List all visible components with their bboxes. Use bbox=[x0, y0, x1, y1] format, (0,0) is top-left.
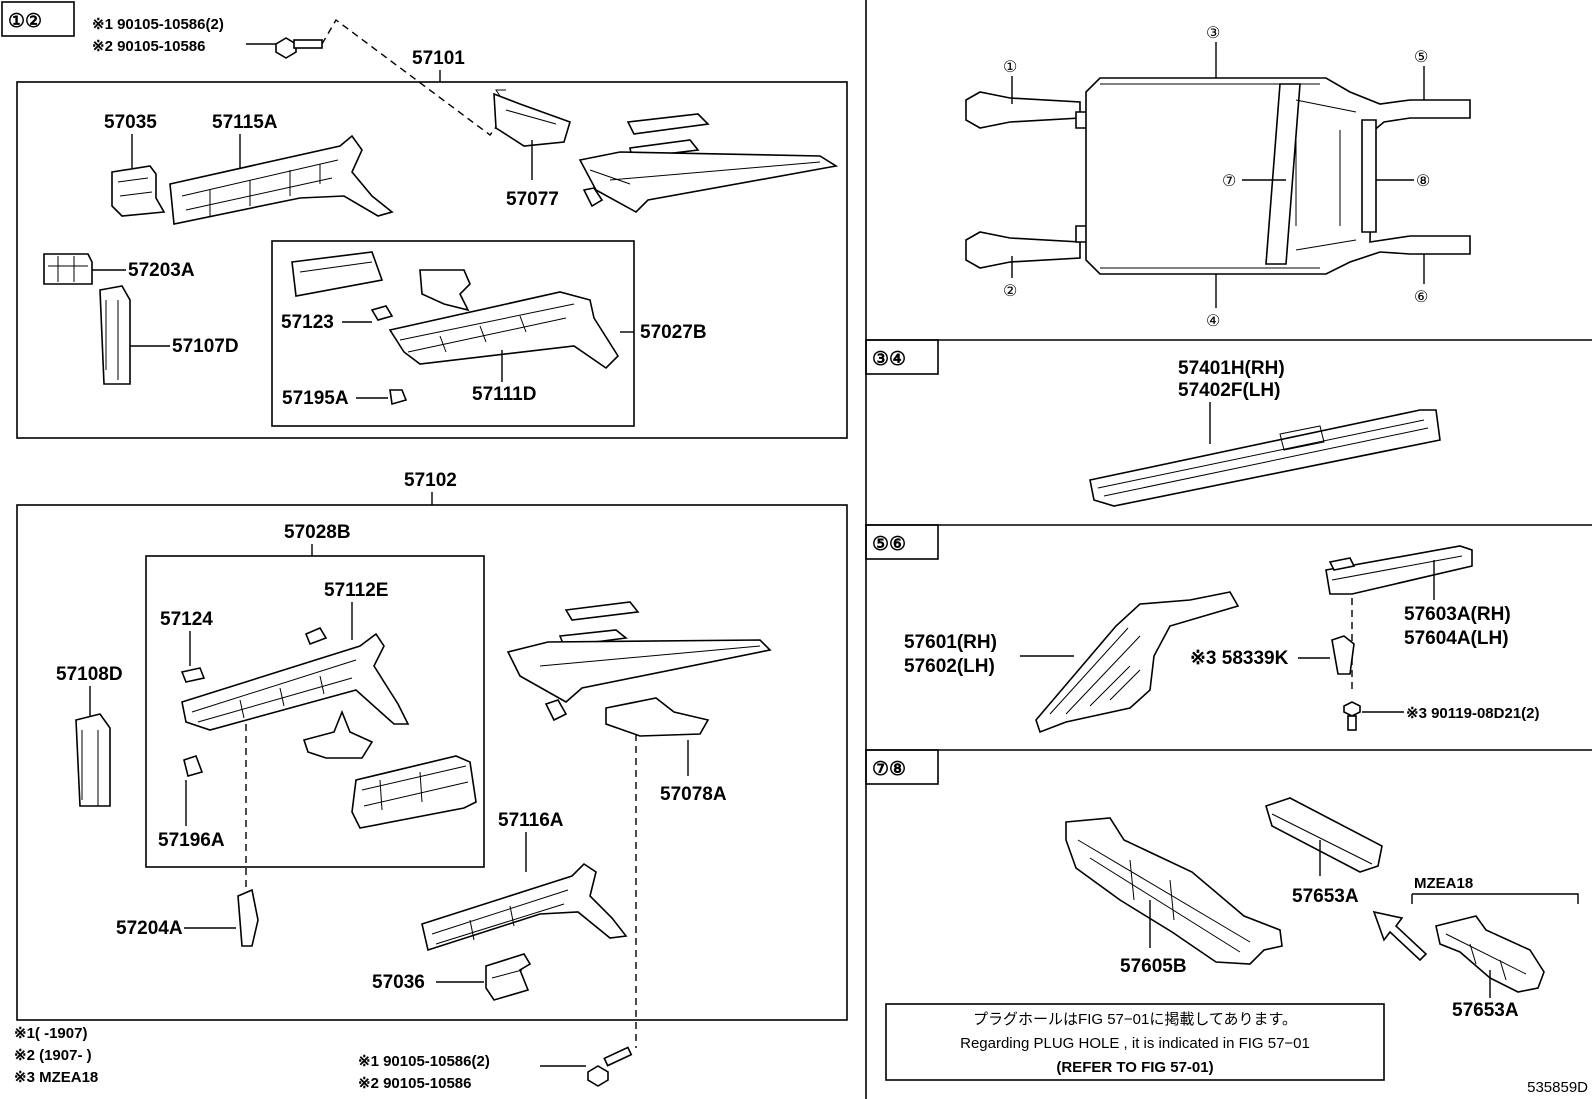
part-57204A-drawing bbox=[237, 888, 259, 947]
part-57108D-label: 57108D bbox=[56, 664, 123, 685]
part-57653A-drawing bbox=[1265, 797, 1383, 873]
part-57036-drawing bbox=[485, 953, 532, 1001]
bolt-top-icon bbox=[275, 37, 323, 59]
notice-jp: プラグホールはFIG 57−01に掲載してあります。 bbox=[973, 1011, 1297, 1028]
callout-8: ⑧ bbox=[1416, 173, 1430, 190]
callout-7: ⑦ bbox=[1222, 173, 1236, 190]
part-57605B-label: 57605B bbox=[1120, 956, 1187, 977]
part-57112E-label: 57112E bbox=[324, 580, 388, 601]
part-57035-drawing bbox=[111, 165, 166, 217]
notice-ref: (REFER TO FIG 57-01) bbox=[1056, 1059, 1213, 1076]
section-tag-7-8: ⑦⑧ bbox=[872, 759, 906, 780]
part-57603A-drawing bbox=[1325, 545, 1473, 595]
part-57123-label: 57123 bbox=[281, 312, 334, 333]
callout-2: ② bbox=[1003, 283, 1017, 300]
callout-4: ④ bbox=[1206, 313, 1220, 330]
rocker-panel-drawing bbox=[1089, 409, 1441, 507]
part-57195A-label: 57195A bbox=[282, 388, 349, 409]
part-57027B-label: 57027B bbox=[640, 322, 707, 343]
overview-frame-drawing bbox=[965, 77, 1471, 275]
callout-6: ⑥ bbox=[1414, 289, 1428, 306]
part-57603A-label: 57603A(RH) bbox=[1404, 604, 1511, 625]
part-57604A-label: 57604A(LH) bbox=[1404, 628, 1509, 649]
overview-callouts: ① ② ③ ④ ⑤ ⑥ ⑦ ⑧ bbox=[1003, 25, 1430, 330]
part-57601-drawing bbox=[1035, 591, 1240, 734]
part-57204A-label: 57204A bbox=[116, 918, 183, 939]
bolt-top-line1: ※1 90105-10586(2) bbox=[92, 16, 224, 33]
part-57107D-drawing bbox=[99, 285, 131, 385]
part-57108D-drawing bbox=[75, 713, 111, 807]
part-57203A-drawing bbox=[43, 253, 93, 285]
part-57124-label: 57124 bbox=[160, 609, 213, 630]
bolt-top-group: ※1 90105-10586(2) ※2 90105-10586 bbox=[92, 16, 501, 136]
part-57036-label: 57036 bbox=[372, 972, 425, 993]
mzea18-label: MZEA18 bbox=[1414, 875, 1473, 892]
plug-hole-notice: プラグホールはFIG 57−01に掲載してあります。 Regarding PLU… bbox=[885, 1003, 1385, 1081]
bolt-bottom-group: ※1 90105-10586(2) ※2 90105-10586 bbox=[358, 1046, 633, 1092]
upper-side-sill-drawing bbox=[578, 113, 839, 213]
bolt-90119-icon bbox=[1343, 701, 1361, 731]
diagram-id: 535859D bbox=[1527, 1079, 1588, 1096]
part-57116A-drawing bbox=[421, 862, 628, 952]
part-57111D-label: 57111D bbox=[472, 384, 536, 405]
bolt-bottom-line1: ※1 90105-10586(2) bbox=[358, 1053, 490, 1070]
notice-en: Regarding PLUG HOLE , it is indicated in… bbox=[960, 1035, 1310, 1052]
bolt-bottom-icon bbox=[587, 1046, 633, 1087]
section-tag-3-4: ③④ bbox=[872, 349, 906, 370]
part-57028B-label: 57028B bbox=[284, 522, 351, 543]
direction-arrow-icon bbox=[1372, 910, 1428, 962]
part-90119-label: ※3 90119-08D21(2) bbox=[1406, 705, 1540, 722]
part-57653A-mzea-drawing bbox=[1435, 915, 1545, 993]
part-57115A-label: 57115A bbox=[212, 112, 278, 133]
part-58339K-drawing bbox=[1331, 635, 1355, 675]
part-58339K-label: ※3 58339K bbox=[1190, 648, 1289, 669]
part-57102-label: 57102 bbox=[404, 470, 457, 491]
part-57101-label: 57101 bbox=[412, 48, 465, 69]
part-57077-drawing bbox=[493, 89, 571, 147]
part-57602-label: 57602(LH) bbox=[904, 656, 995, 677]
lower-side-sill-drawing bbox=[506, 601, 772, 737]
footnote-1: ※1( -1907) bbox=[14, 1025, 87, 1042]
part-57401H-label: 57401H(RH) bbox=[1178, 358, 1285, 379]
footnotes: ※1( -1907) ※2 (1907- ) ※3 MZEA18 bbox=[14, 1025, 98, 1086]
part-57078A-label: 57078A bbox=[660, 784, 727, 805]
part-57077-label: 57077 bbox=[506, 189, 559, 210]
section-tag-1-2: ①② bbox=[8, 11, 42, 32]
bolt-bottom-line2: ※2 90105-10586 bbox=[358, 1075, 472, 1092]
bolt-top-line2: ※2 90105-10586 bbox=[92, 38, 206, 55]
part-57107D-label: 57107D bbox=[172, 336, 239, 357]
part-57605B-drawing bbox=[1065, 817, 1283, 965]
callout-5: ⑤ bbox=[1414, 49, 1428, 66]
part-57203A-label: 57203A bbox=[128, 260, 195, 281]
part-57601-label: 57601(RH) bbox=[904, 632, 997, 653]
callout-3: ③ bbox=[1206, 25, 1220, 42]
section-tags: ①② ③④ ⑤⑥ ⑦⑧ bbox=[8, 11, 906, 780]
part-57116A-label: 57116A bbox=[498, 810, 564, 831]
part-57115A-drawing bbox=[169, 134, 394, 225]
part-57027B-inner-drawing bbox=[291, 251, 620, 406]
section-tag-5-6: ⑤⑥ bbox=[872, 534, 906, 555]
part-57402F-label: 57402F(LH) bbox=[1178, 380, 1280, 401]
part-57035-label: 57035 bbox=[104, 112, 157, 133]
part-57028B-inner-drawing bbox=[180, 626, 477, 829]
footnote-3: ※3 MZEA18 bbox=[14, 1069, 98, 1086]
part-57653A-label-1: 57653A bbox=[1292, 886, 1359, 907]
part-57196A-label: 57196A bbox=[158, 830, 225, 851]
footnote-2: ※2 (1907- ) bbox=[14, 1047, 92, 1064]
callout-1: ① bbox=[1003, 59, 1017, 76]
part-57653A-label-2: 57653A bbox=[1452, 1000, 1519, 1021]
